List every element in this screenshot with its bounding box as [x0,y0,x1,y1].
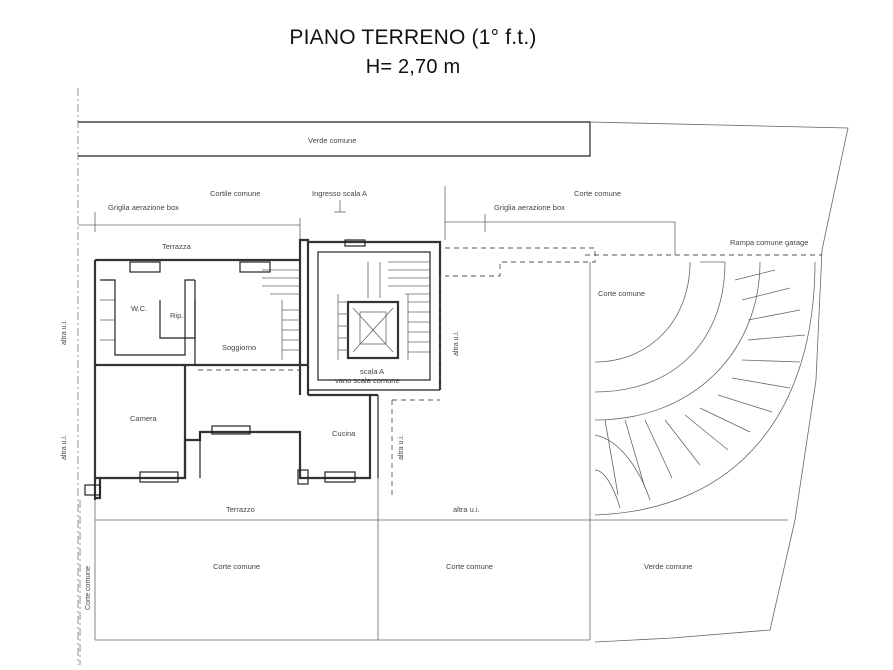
label-corte-bm: Corte comune [446,562,493,571]
label-corte-vert: Corte comune [85,566,92,610]
wc-walls [100,279,195,356]
label-terrazza-bottom: Terrazzo [226,505,255,514]
label-terrazza-top: Terrazza [162,242,192,251]
label-corte-top: Corte comune [574,189,621,198]
right-boundary [594,249,823,643]
label-cucina: Cucina [332,429,356,438]
label-cortile: Cortile comune [210,189,260,198]
verde-strip [78,121,591,157]
driveway-dashed [445,247,596,277]
label-altra-ui: altra u.i. [453,505,480,514]
label-griglia-right: Griglia aerazione box [494,203,565,212]
label-camera: Camera [130,414,158,423]
label-rip: Rip. [170,311,183,320]
label-corte-bl: Corte comune [213,562,260,571]
label-griglia-left: Griglia aerazione box [108,203,179,212]
label-altra-vert-mid: altra u.i. [453,331,460,356]
plan-title: PIANO TERRENO (1° f.t.) [289,26,537,49]
label-wc: W.C. [131,304,147,313]
label-rampa: Rampa comune garage [730,238,808,247]
plan-height: H= 2,70 m [365,56,461,78]
window-marks [84,261,356,496]
label-soggiorno: Soggiorno [222,343,256,352]
label-verde-br: Verde comune [644,562,692,571]
courtyard-lines [94,262,788,641]
stairwell [317,239,431,381]
garage-ramp [594,261,816,516]
label-altra-left1: altra u.i. [61,320,68,345]
label-vano-scala: vano scala comune [335,376,400,385]
label-corte-mid: Corte comune [598,289,645,298]
label-verde-top: Verde comune [308,136,356,145]
interior-stairs [262,269,300,360]
label-altra-vert-stair: altra u.i. [398,435,405,460]
label-ingresso: Ingresso scala A [312,189,367,198]
label-scala: scala A [360,367,384,376]
label-altra-left2: altra u.i. [61,435,68,460]
